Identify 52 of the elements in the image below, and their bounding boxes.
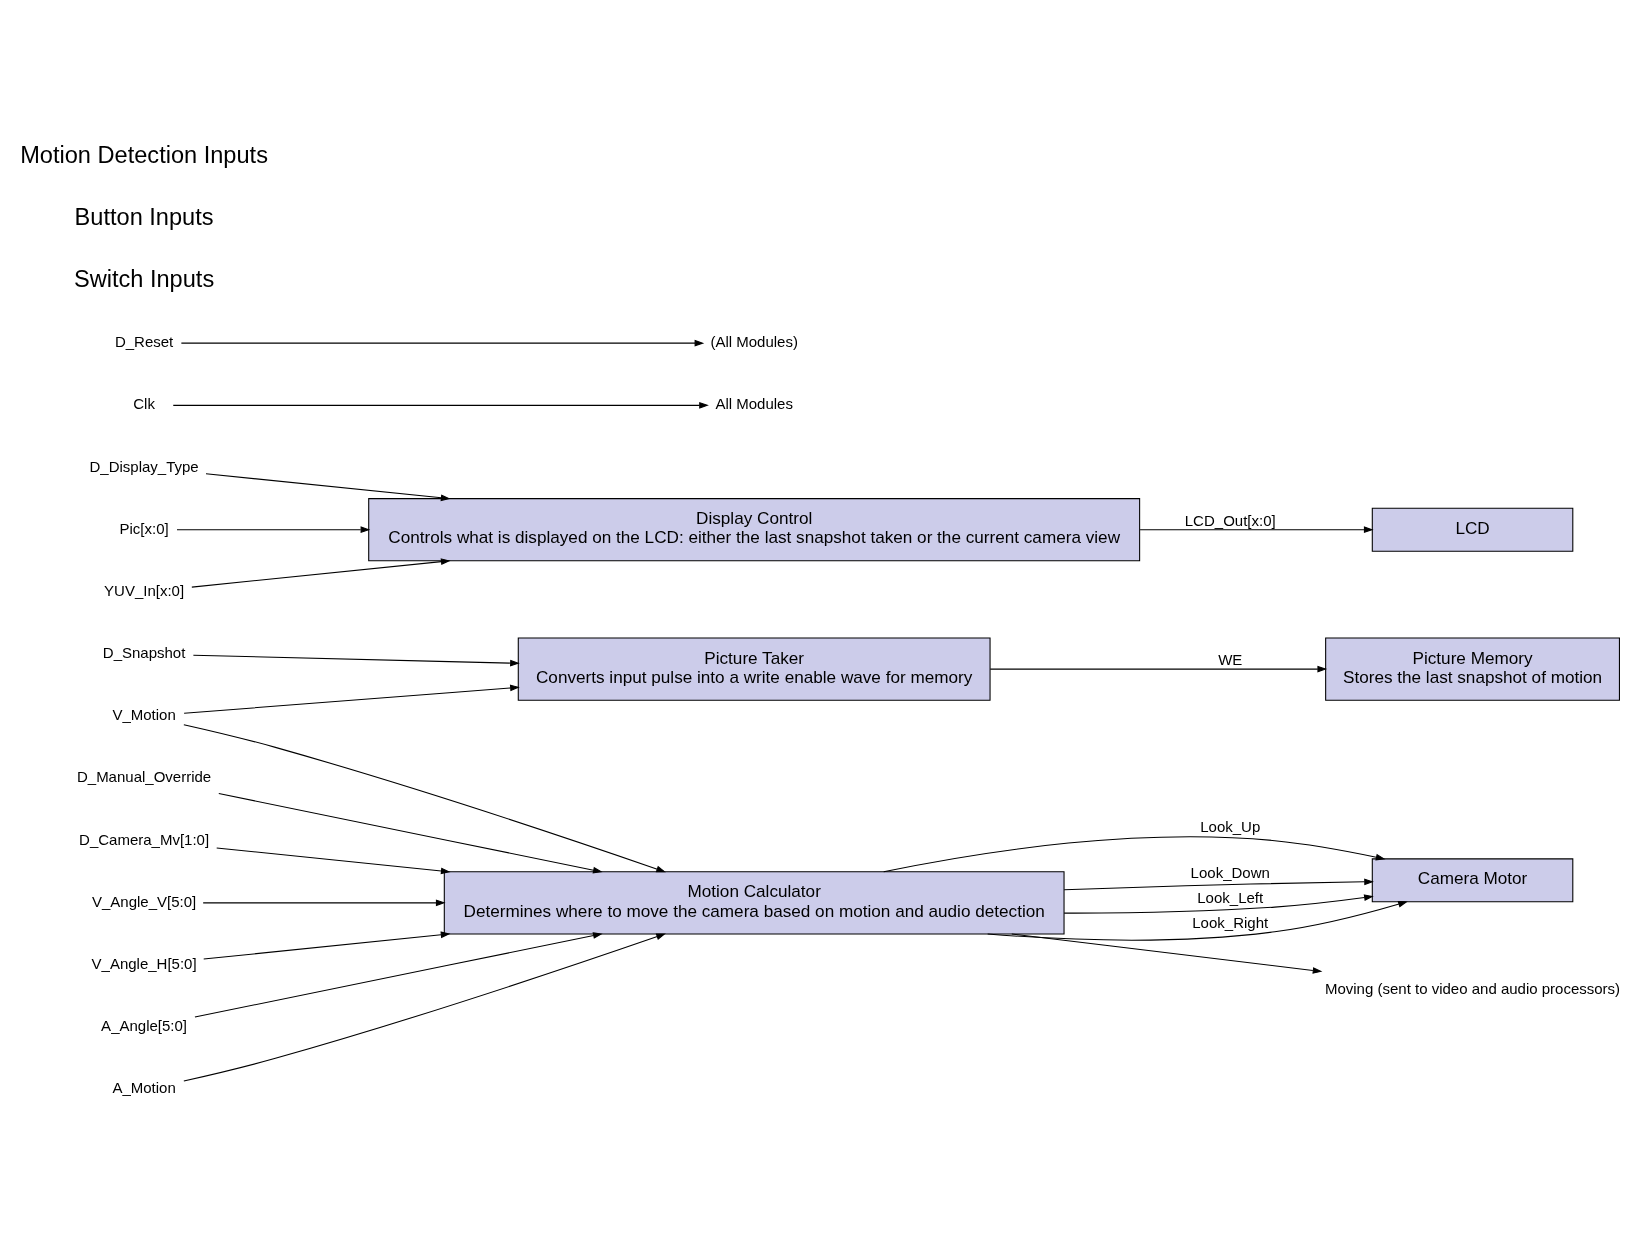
arrow (192, 654, 520, 667)
arrow (191, 558, 451, 588)
edge-label: Look_Down (1190, 864, 1270, 882)
arrow (987, 900, 1408, 941)
arrow (172, 401, 709, 409)
arrow (1139, 526, 1374, 534)
arrow (216, 847, 451, 875)
arrow (205, 473, 451, 502)
node-box: Motion Calculator Determines where to move the camera based on motion and audio detection (443, 871, 1065, 935)
arrow (989, 665, 1328, 673)
edge-label: Look_Up (1200, 818, 1261, 836)
arrow (1063, 878, 1374, 891)
arrow (203, 931, 451, 960)
label: Switch Inputs (73, 265, 215, 292)
node-box: Picture Memory Stores the last snapshot of motion (1325, 637, 1620, 701)
node-text: V_Angle_H[5:0] (91, 955, 197, 972)
node-text: (All Modules) (710, 333, 798, 351)
arrow (180, 339, 705, 347)
node-text: D_Camera_Mv[1:0] (79, 830, 210, 848)
node-text: Pic[x:0] (119, 519, 169, 537)
node-text: D_Reset (114, 333, 174, 351)
edge-label: Look_Right (1192, 913, 1269, 931)
node-text: V_Motion (112, 706, 176, 724)
node-box: Camera Motor (1371, 858, 1574, 903)
edge-label: Look_Left (1197, 889, 1264, 907)
arrow (883, 836, 1386, 873)
node-text: D_Display_Type (89, 457, 199, 475)
node-text: D_Snapshot (102, 644, 186, 662)
node-text: A_Angle[5:0] (101, 1017, 188, 1035)
node-text: Moving (sent to video and audio processors) (1324, 979, 1621, 997)
node-box: LCD (1371, 507, 1574, 552)
arrow (194, 932, 603, 1018)
node-text: D_Manual_Override (76, 768, 212, 786)
edge-label: LCD_Out[x:0] (1184, 511, 1276, 529)
node-box: Display Control Controls what is displayed on the LCD: either the last snapshot taken or the current camera view (368, 498, 1141, 562)
node-text: All Modules (715, 395, 793, 413)
node-box: Picture Taker Converts input pulse into a write enable wave for memory (517, 637, 991, 701)
node-text: Clk (133, 395, 155, 413)
arrow (1063, 894, 1374, 914)
label: Motion Detection Inputs (20, 141, 268, 168)
arrow (218, 793, 603, 874)
arrow (183, 933, 666, 1082)
node-text: YUV_In[x:0] (104, 581, 185, 599)
node-text: A_Motion (112, 1079, 176, 1097)
arrow (183, 724, 666, 873)
arrow (176, 526, 371, 534)
edge-label: WE (1218, 651, 1243, 669)
node-text: V_Angle_V[5:0] (91, 892, 197, 910)
arrow (1011, 933, 1323, 974)
arrow (183, 684, 520, 714)
label: Button Inputs (74, 203, 214, 230)
arrow (202, 899, 446, 907)
